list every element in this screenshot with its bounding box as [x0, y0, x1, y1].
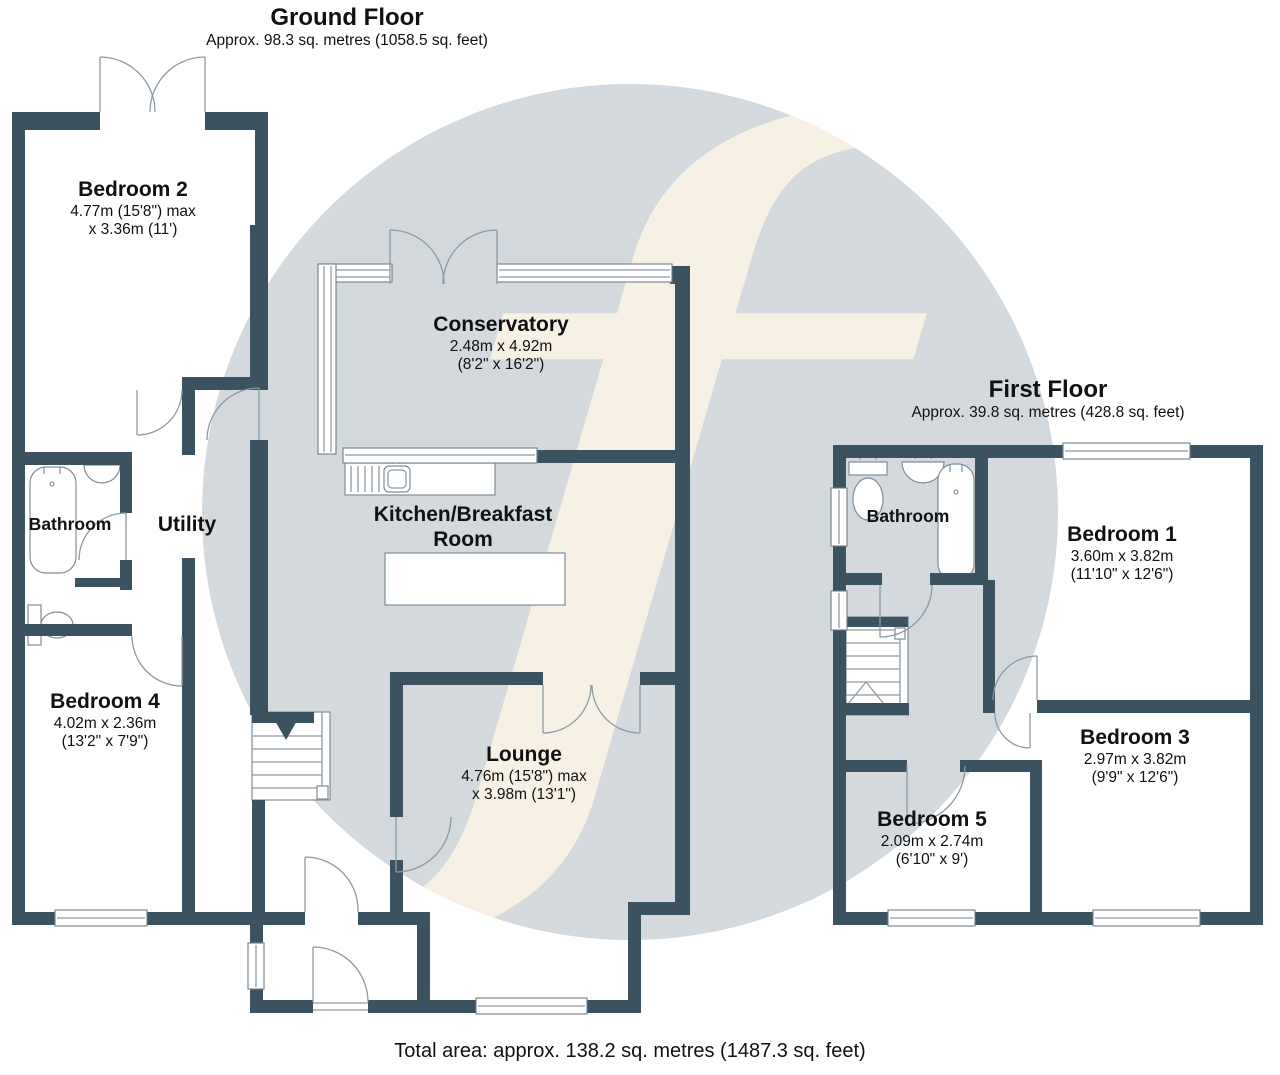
room-label-bathroom-ground: Bathroom	[28, 514, 112, 534]
kitchen-island-icon	[384, 552, 566, 606]
stairs-ground-icon	[251, 711, 331, 801]
window-bedroom4	[54, 909, 148, 927]
bedroom5-door-icon	[906, 765, 966, 825]
bedroom2-door-icon	[136, 389, 183, 436]
room-label-kitchen: Kitchen/Breakfast Room	[373, 503, 553, 551]
room-label-conservatory: Conservatory 2.48m x 4.92m (8'2" x 16'2"…	[433, 313, 569, 374]
floor-area-text: Approx. 39.8 sq. metres (428.8 sq. feet)	[911, 404, 1185, 422]
conservatory-glazing	[317, 263, 673, 464]
window-bedroom1	[1062, 442, 1191, 460]
room-label-bedroom-4: Bedroom 4 4.02m x 2.36m (13'2" x 7'9")	[50, 690, 160, 751]
toilet-first-icon	[848, 454, 888, 521]
bedroom4-door-icon	[131, 635, 183, 687]
door-arcs	[78, 56, 1038, 1011]
room-label-lounge: Lounge 4.76m (15'8") max x 3.98m (13'1")	[461, 743, 587, 804]
walls	[12, 112, 1263, 1013]
floor-title-text: Ground Floor	[270, 4, 424, 31]
porch-door-icon	[304, 856, 359, 913]
window-landing-lower	[830, 590, 848, 631]
room-label-bedroom-5: Bedroom 5 2.09m x 2.74m (6'10" x 9')	[877, 808, 987, 869]
bathroom-first-door-icon	[879, 584, 933, 638]
bathtub-ground-icon	[29, 466, 77, 574]
front-door-icon	[312, 946, 369, 1011]
bathroom-ground-door-icon	[78, 512, 127, 561]
floor-title-text: First Floor	[988, 376, 1108, 403]
ground-floor-title: Ground Floor Approx. 98.3 sq. metres (10…	[206, 4, 488, 51]
windows	[54, 263, 1201, 1015]
window-landing-upper	[830, 487, 848, 547]
fixtures	[27, 453, 975, 801]
french-door-left-icon	[99, 56, 156, 113]
french-door-right-icon	[149, 56, 206, 113]
conservatory-door-right-icon	[442, 229, 498, 285]
room-label-bedroom-3: Bedroom 3 2.97m x 3.82m (9'9" x 12'6")	[1080, 726, 1190, 787]
total-area-label: Total area: approx. 138.2 sq. metres (14…	[394, 1040, 866, 1062]
conservatory-door-left-icon	[389, 229, 445, 285]
first-floor-title: First Floor Approx. 39.8 sq. metres (428…	[911, 376, 1184, 423]
stairs-first-icon	[845, 616, 909, 716]
window-porch	[247, 942, 265, 990]
window-bedroom3	[1092, 909, 1201, 927]
utility-door-icon	[206, 387, 260, 441]
bedroom3-door-icon	[994, 712, 1031, 749]
bedroom1-door-icon	[992, 655, 1038, 701]
window-bedroom5	[887, 909, 976, 927]
hall-lounge-door-icon	[395, 816, 452, 873]
room-label-utility: Utility	[157, 513, 217, 536]
room-label-bathroom-first: Bathroom	[866, 506, 950, 526]
lounge-door-left-icon	[542, 684, 592, 734]
window-lounge	[475, 997, 588, 1015]
lounge-door-right-icon	[591, 684, 641, 734]
room-label-bedroom-1: Bedroom 1 3.60m x 3.82m (11'10" x 12'6")	[1067, 523, 1177, 584]
floor-area-text: Approx. 98.3 sq. metres (1058.5 sq. feet…	[206, 32, 488, 50]
room-label-bedroom-2: Bedroom 2 4.77m (15'8") max x 3.36m (11'…	[70, 178, 196, 239]
